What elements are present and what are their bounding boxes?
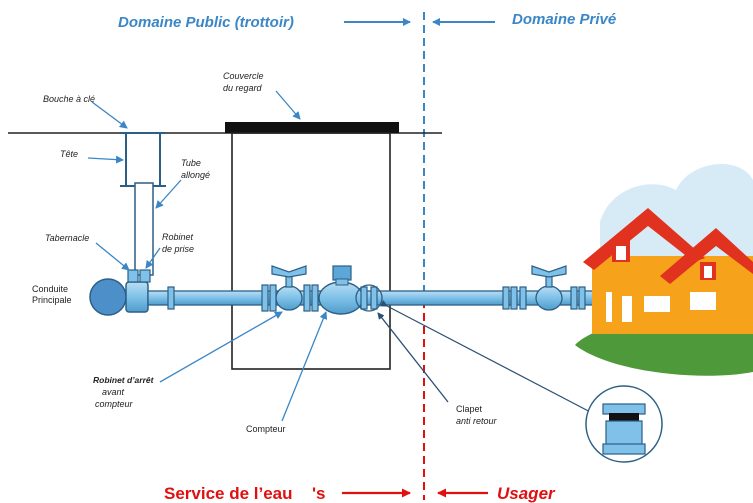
label-clapet-1: Clapet — [456, 404, 483, 414]
pointer-compteur — [281, 311, 328, 422]
private-valve-handle — [531, 265, 567, 278]
house-door — [622, 296, 632, 322]
label-compteur: Compteur — [246, 424, 286, 434]
pointer-clapet — [377, 312, 449, 403]
pointer-robinet-arret — [159, 311, 283, 383]
private-valve-body — [535, 285, 563, 311]
house-window-large — [644, 296, 670, 312]
label-couvercle-1: Couvercle — [223, 71, 264, 81]
house-illustration — [575, 163, 753, 376]
private-domain-label: Domaine Privé — [512, 11, 616, 28]
tap-valve-block — [139, 269, 151, 283]
flange — [370, 286, 378, 310]
stop-valve-handle — [271, 265, 307, 278]
label-robinet-prise-1: Robinet — [162, 232, 194, 242]
label-tube-2: allongé — [181, 170, 210, 180]
tabernacle-block — [127, 269, 139, 283]
zoom-pointer — [380, 300, 599, 417]
label-robinet-arret-2: avant — [102, 387, 125, 397]
label-conduite-2: Principale — [32, 295, 72, 305]
flange — [519, 286, 527, 310]
house-roof-left — [583, 208, 705, 270]
tapping-saddle — [125, 281, 149, 313]
flange — [502, 286, 510, 310]
pointer-tabernacle — [95, 242, 130, 271]
label-robinet-arret-1: Robinet d’arrêt — [93, 375, 155, 385]
house-post — [606, 292, 612, 322]
pointer-tube — [155, 179, 182, 209]
label-couvercle-2: du regard — [223, 83, 263, 93]
flange — [360, 286, 368, 310]
pointer-couvercle — [275, 90, 301, 120]
flange — [303, 284, 311, 312]
pointer-bouche — [91, 101, 128, 129]
service-label-cut: 's — [312, 484, 326, 503]
flange — [261, 284, 269, 312]
check-valve-highlight — [355, 284, 383, 312]
stop-valve-body — [275, 285, 303, 311]
label-conduite-1: Conduite — [32, 284, 68, 294]
service-label: Service de l’eau — [164, 484, 293, 503]
house-roof-right — [660, 228, 753, 284]
usager-label: Usager — [497, 484, 556, 503]
main-conduit — [89, 278, 127, 316]
manhole-cover — [225, 122, 399, 133]
label-robinet-arret-3: compteur — [95, 399, 134, 409]
house-window-large — [690, 292, 716, 310]
zoom-seal — [609, 413, 639, 421]
flange — [311, 284, 319, 312]
public-domain-label: Domaine Public (trottoir) — [118, 14, 294, 31]
label-tete: Tête — [60, 149, 78, 159]
pointer-tete — [87, 155, 124, 164]
zoom-flange-bottom — [602, 443, 646, 455]
label-clapet-2: anti retour — [456, 416, 498, 426]
label-robinet-prise-2: de prise — [162, 244, 194, 254]
pointer-robinet-prise — [145, 247, 161, 269]
label-tabernacle: Tabernacle — [45, 233, 89, 243]
label-tube-1: Tube — [181, 158, 201, 168]
zoom-flange-top — [602, 403, 646, 415]
flange — [167, 286, 175, 310]
house-window-glass — [616, 246, 626, 260]
label-bouche-a-cle: Bouche à clé — [43, 94, 95, 104]
zoom-body — [605, 420, 643, 446]
flange — [510, 286, 518, 310]
meter-pit — [231, 132, 391, 370]
meter-neck — [335, 278, 349, 286]
meter-head — [332, 265, 352, 281]
house-window-glass — [704, 266, 712, 278]
flange — [570, 286, 578, 310]
flange — [578, 286, 586, 310]
flange — [269, 284, 277, 312]
